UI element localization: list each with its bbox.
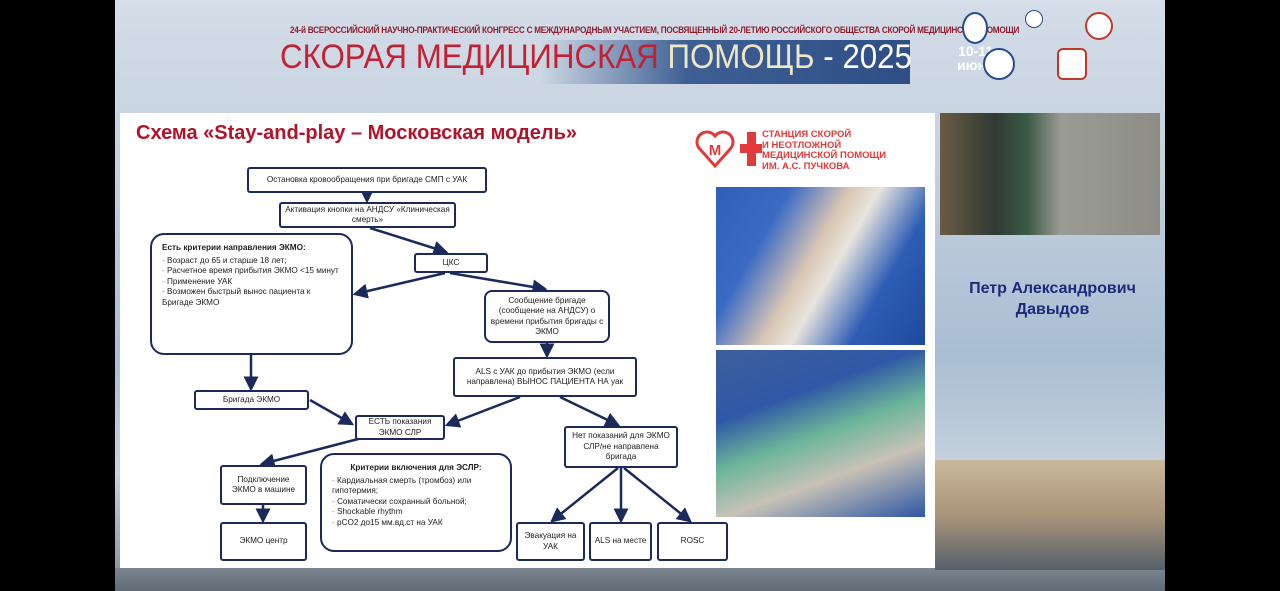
inclusion-item: Кардиальная смерть (тромбоз) или гипотер…: [332, 476, 500, 497]
node-ecmo-team: Бригада ЭКМО: [194, 390, 309, 410]
heart-logo-icon: M: [695, 130, 735, 168]
partner-logo-4: [983, 48, 1015, 80]
node-als-site: ALS на месте: [589, 522, 652, 561]
criteria-item: Расчетное время прибытия ЭКМО <15 минут: [162, 266, 341, 277]
photo-procedure: [716, 187, 925, 345]
title-part3: - 2025: [814, 38, 912, 76]
node-evac: Эвакуация на УАК: [516, 522, 585, 561]
partner-logo-2: [1025, 10, 1043, 28]
logo-line: МЕДИЦИНСКОЙ ПОМОЩИ: [762, 150, 887, 161]
logo-line: ИМ. А.С. ПУЧКОВА: [762, 160, 850, 172]
svg-text:M: M: [709, 142, 722, 159]
node-ecmo-criteria: Есть критерии направления ЭКМО: Возраст …: [150, 233, 353, 355]
node-connect: Подключение ЭКМО в машине: [220, 465, 307, 505]
inclusion-item: pCO2 до15 мм.вд.ст на УАК: [332, 518, 500, 529]
node-message: Сообщение бригаде (сообщение на АНДСУ) о…: [484, 290, 610, 343]
inclusion-title: Критерии включения для ЭСЛР:: [350, 463, 482, 472]
slide-title: Схема «Stay-and-play – Московская модель…: [136, 122, 578, 144]
dates-days: 10-11: [958, 43, 994, 59]
node-inclusion-criteria: Критерии включения для ЭСЛР: Кардиальная…: [320, 453, 512, 552]
criteria-item: Возраст до 65 и старше 18 лет;: [162, 256, 341, 267]
logo-line: И НЕОТЛОЖНОЙ: [762, 139, 842, 151]
banner-band: [540, 40, 910, 84]
inclusion-item: Shockable rhythm: [332, 507, 500, 518]
speaker-video: [940, 113, 1160, 235]
node-ecmo-center: ЭКМО центр: [220, 522, 307, 561]
logo-line: СТАНЦИЯ СКОРОЙ: [762, 129, 852, 140]
congress-subtitle: 24-й ВСЕРОССИЙСКИЙ НАУЧНО-ПРАКТИЧЕСКИЙ К…: [290, 25, 1020, 36]
node-activation: Активация кнопки на АНДСУ «Клиническая с…: [279, 202, 456, 228]
title-part2: ПОМОЩЬ: [667, 38, 815, 76]
partner-logo-1: [962, 12, 988, 44]
partner-logo-5: [1057, 48, 1087, 80]
node-cks: ЦКС: [414, 253, 488, 273]
speaker-first-name: Петр Александрович: [969, 280, 1136, 297]
inclusion-item: Соматически сохранный больной;: [332, 497, 500, 508]
title-part1: СКОРАЯ МЕДИЦИНСКАЯ: [280, 38, 668, 76]
city-view: [935, 460, 1165, 570]
node-arrest: Остановка кровообращения при бригаде СМП…: [247, 167, 487, 193]
red-cross-icon: [740, 132, 762, 166]
node-ecpr-no: Нет показаний для ЭКМО СЛР/не направлена…: [564, 426, 678, 468]
criteria-item: Применение УАК: [162, 277, 341, 288]
partner-logo-3: [1085, 12, 1113, 40]
node-als: ALS с УАК до прибытия ЭКМО (если направл…: [453, 357, 637, 397]
speaker-last-name: Давыдов: [1015, 301, 1090, 318]
congress-title: СКОРАЯ МЕДИЦИНСКАЯ ПОМОЩЬ - 2025: [280, 38, 912, 77]
photo-ecmo-device: [716, 350, 925, 517]
criteria-item: Возможен быстрый вынос пациента к Бригад…: [162, 287, 341, 308]
node-rosc: ROSC: [657, 522, 728, 561]
node-ecpr-yes: ЕСТЬ показания ЭКМО СЛР: [355, 415, 445, 440]
river: [115, 568, 1165, 591]
criteria-title: Есть критерии направления ЭКМО:: [162, 243, 306, 252]
